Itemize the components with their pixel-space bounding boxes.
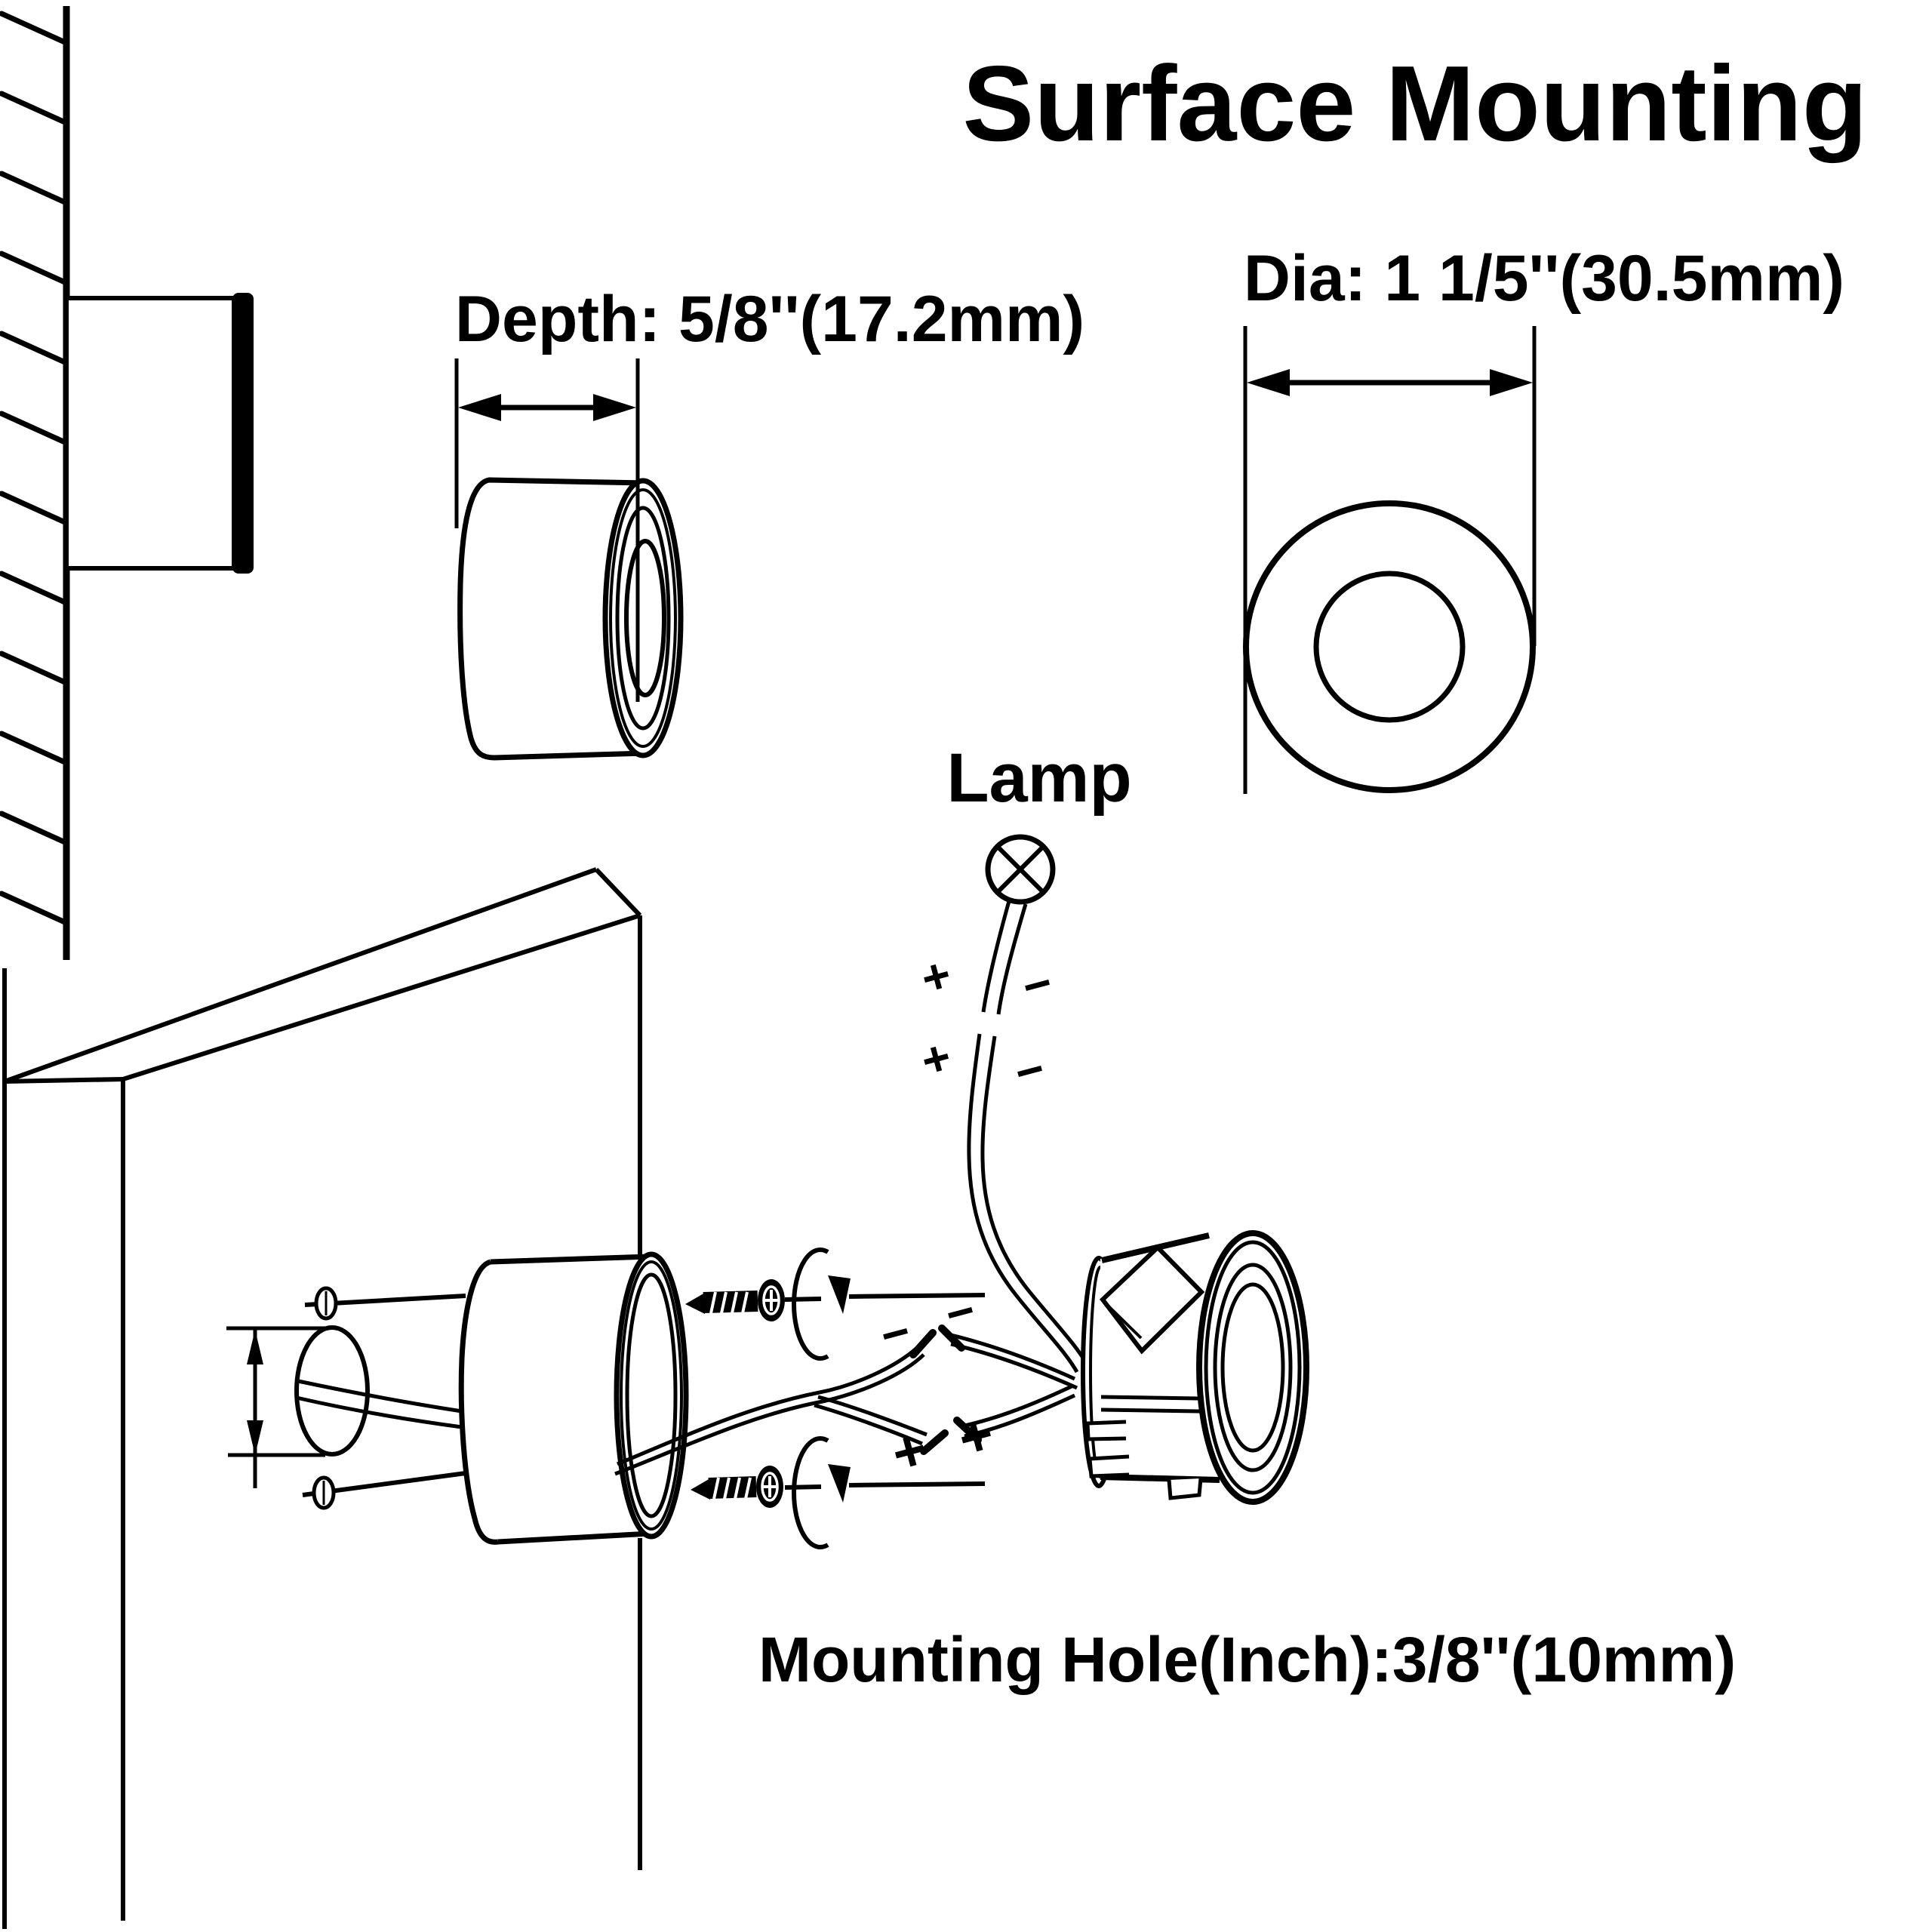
rotation-arrow-lower — [784, 1436, 986, 1549]
polarity-plus: + — [915, 1029, 957, 1088]
polarity-plus: + — [915, 946, 957, 1006]
diameter-inner-circle — [1313, 571, 1466, 723]
polarity-plus: + — [952, 1401, 1001, 1472]
spring-clip-fold — [1106, 1303, 1143, 1340]
screw-shaft — [703, 1291, 758, 1313]
mounting-hole-ellipse — [294, 1325, 370, 1457]
depth-cylinder — [457, 477, 684, 761]
panel-screw-upper — [304, 1286, 466, 1321]
fixture-tab — [1088, 1454, 1130, 1478]
depth-arrowhead-right-icon — [593, 394, 636, 421]
mounting-housing — [458, 1251, 689, 1545]
housing-top-edge — [490, 1254, 651, 1265]
trim-ring-lens — [1220, 1282, 1285, 1453]
hole-arrowhead-down-icon — [247, 1420, 263, 1455]
screw-upper — [685, 1279, 785, 1321]
trim-ring — [1213, 1263, 1293, 1472]
depth-cylinder-lens-ring — [624, 539, 666, 697]
light-fixture-unit — [1081, 1230, 1309, 1505]
diameter-arrowhead-left-icon — [1247, 369, 1290, 396]
depth-cylinder-body — [457, 477, 646, 761]
polarity-plus: + — [885, 1417, 934, 1487]
exploded-view: − − + + + − + − Lamp — [2, 740, 1736, 1929]
wall-section-figure — [0, 6, 254, 960]
diameter-dimension — [1243, 326, 1537, 794]
screw-threads — [709, 1291, 749, 1314]
screw-tip — [685, 1293, 705, 1314]
junction-branch-lower-left — [814, 1395, 928, 1446]
diameter-label: Dia: 1 1/5''(30.5mm) — [1244, 242, 1844, 315]
depth-arrowhead-left-icon — [458, 394, 501, 421]
fixture-foot-tab — [1167, 1478, 1203, 1500]
rotation-arc — [792, 1436, 829, 1549]
mounting-hole-label: Mounting Hole(Inch):3/8''(10mm) — [758, 1624, 1736, 1695]
lamp-label: Lamp — [946, 740, 1131, 817]
rotation-arrow-upper — [784, 1247, 986, 1361]
depth-cylinder-face-ring — [609, 488, 677, 748]
wall-hatching — [0, 11, 68, 925]
polarity-minus: − — [1017, 955, 1058, 1014]
rotation-arc — [792, 1247, 829, 1361]
depth-figure: Depth: 5/8''(17.2mm) — [454, 283, 1084, 761]
wire-tip — [920, 1429, 949, 1455]
housing-left-edge — [458, 1259, 499, 1545]
depth-label: Depth: 5/8''(17.2mm) — [455, 283, 1084, 355]
junction-branch-upper-left — [819, 1346, 925, 1404]
screw-threads — [712, 1477, 752, 1500]
fixture-side-profile-body — [64, 296, 236, 571]
housing-mouth-ring — [620, 1260, 683, 1531]
panel-top-back-edge — [3, 867, 598, 1084]
depth-cylinder-face-ring — [615, 506, 671, 731]
polarity-minus: − — [875, 1303, 916, 1363]
screw-tip — [691, 1478, 710, 1500]
panel-top-left-edge — [4, 1077, 124, 1084]
housing-bottom-edge — [497, 1531, 651, 1545]
rotation-arrowhead-icon — [828, 1275, 851, 1314]
junction-branch-lower-right — [961, 1384, 1076, 1438]
diameter-arrowhead-right-icon — [1490, 369, 1533, 396]
lamp-symbol-icon — [985, 834, 1056, 905]
depth-dimension — [454, 358, 640, 702]
trim-ring — [1204, 1240, 1302, 1495]
hole-dimension — [226, 1326, 325, 1488]
diameter-outer-circle — [1243, 500, 1536, 793]
fixture-tab — [1085, 1420, 1127, 1441]
rotation-arrowhead-icon — [828, 1464, 851, 1503]
page-title: Surface Mounting — [962, 44, 1867, 164]
lamp-wires — [967, 900, 1090, 1374]
housing-mouth-ring-inner — [625, 1272, 678, 1518]
wall-panel — [2, 867, 642, 1929]
wire-to-junction — [614, 1390, 823, 1476]
screw-lower — [691, 1466, 783, 1508]
hole-arrowhead-up-icon — [247, 1330, 263, 1364]
panel-top-right-edge — [594, 867, 642, 918]
diameter-figure: Dia: 1 1/5''(30.5mm) — [1243, 242, 1844, 794]
wire-from-hole — [296, 1379, 463, 1429]
panel-top-front-edge — [122, 913, 641, 1081]
polarity-minus: − — [1009, 1041, 1051, 1100]
fixture-side-profile-lens — [232, 293, 254, 574]
wire-junction — [814, 1324, 1078, 1455]
panel-screw-lower — [302, 1471, 466, 1510]
wire-tip — [938, 1324, 965, 1352]
wire-tip — [953, 1417, 982, 1444]
wire-tip — [909, 1329, 937, 1358]
